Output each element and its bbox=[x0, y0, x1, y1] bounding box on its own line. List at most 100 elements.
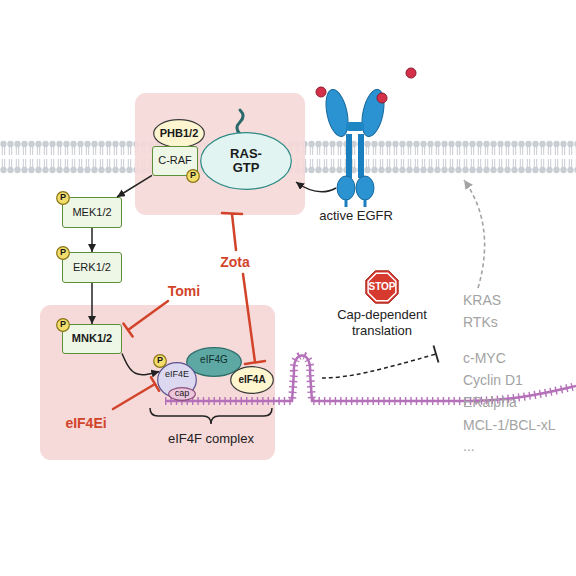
signal-arrow bbox=[117, 175, 152, 197]
node-text: P bbox=[190, 171, 196, 181]
phospho-circle: P bbox=[56, 318, 70, 332]
kinase-domain bbox=[337, 176, 355, 200]
complex-label: eIF4F complex bbox=[156, 431, 266, 447]
inhibition-bar bbox=[222, 213, 242, 250]
node-text: P bbox=[60, 248, 66, 258]
ellipse-shape bbox=[154, 120, 205, 148]
node-text: eIF4E bbox=[165, 370, 189, 380]
ellipse-shape bbox=[57, 247, 70, 260]
node-text: P bbox=[60, 320, 66, 330]
node-text: RAS- GTP bbox=[225, 147, 267, 175]
phospho-circle: P bbox=[153, 354, 167, 368]
inhibitor-lines bbox=[113, 213, 265, 409]
kinase-box: ERK1/2P bbox=[62, 252, 122, 283]
text-holder: P bbox=[56, 246, 70, 260]
complex-brace bbox=[150, 408, 272, 424]
translation-inhibition-line bbox=[322, 354, 436, 378]
activation-arrow bbox=[296, 182, 336, 192]
ellipse-shape bbox=[187, 348, 242, 377]
ellipse-shape bbox=[231, 367, 274, 394]
receptor-domain bbox=[358, 87, 388, 138]
protein-ellipse: eIF4A bbox=[230, 366, 274, 394]
kinase-box: MNK1/2P bbox=[62, 324, 122, 354]
feedback-arrow bbox=[464, 180, 485, 288]
process-label: Cap-dependent translation bbox=[326, 307, 438, 338]
ellipse-shape bbox=[57, 192, 70, 205]
text-holder: ERK1/2 bbox=[63, 253, 121, 282]
text-holder: eIF4A bbox=[230, 366, 274, 394]
ligand-dot bbox=[377, 93, 387, 103]
ellipse-shape bbox=[201, 133, 292, 190]
text-holder: P bbox=[56, 191, 70, 205]
text-holder: cap bbox=[168, 387, 196, 401]
receptor-tail bbox=[346, 200, 365, 207]
drug-label: eIF4Ei bbox=[54, 415, 118, 432]
receptor-dimer-bridge bbox=[346, 122, 364, 131]
text-holder: MNK1/2 bbox=[63, 325, 121, 353]
target-gene: KRAS bbox=[463, 292, 573, 309]
drug-label: Tomi bbox=[159, 283, 209, 300]
node-text: eIF4A bbox=[238, 375, 265, 386]
node-text: ERK1/2 bbox=[73, 262, 111, 274]
node-text: P bbox=[157, 356, 163, 366]
target-gene: ERalpha bbox=[463, 394, 573, 411]
ligand-dot bbox=[406, 68, 416, 78]
lipid-anchor bbox=[237, 110, 243, 134]
text-holder: MEK1/2 bbox=[63, 198, 121, 227]
text-holder: RAS- GTP bbox=[200, 132, 292, 190]
octagon-shape bbox=[366, 271, 398, 303]
cap-ellipse: cap bbox=[168, 387, 196, 401]
node-text: STOP bbox=[368, 282, 395, 293]
kinase-domain bbox=[356, 176, 374, 200]
ligand-dot bbox=[316, 87, 326, 97]
text-holder: P bbox=[186, 169, 200, 183]
node-text: C-RAF bbox=[158, 155, 192, 167]
inhibition-bar bbox=[113, 377, 159, 409]
signal-arrow bbox=[91, 228, 93, 252]
phospho-circle: P bbox=[186, 169, 200, 183]
node-text: cap bbox=[175, 389, 190, 399]
ellipse-shape bbox=[169, 388, 196, 401]
protein-ellipse: PHB1/2 bbox=[153, 119, 205, 148]
gtpase-ellipse: RAS- GTP bbox=[200, 132, 292, 190]
membrane-complex-region bbox=[135, 93, 305, 215]
text-holder: STOP bbox=[364, 269, 400, 305]
text-holder: P bbox=[56, 318, 70, 332]
node-text: eIF4G bbox=[200, 355, 228, 366]
target-gene: c-MYC bbox=[463, 350, 573, 367]
signal-arrow bbox=[122, 353, 159, 374]
target-gene: MCL-1/BCL-xL bbox=[463, 417, 573, 434]
ellipse-shape bbox=[154, 355, 167, 368]
kinase-box: MEK1/2P bbox=[62, 197, 122, 228]
inhibition-bar bbox=[434, 346, 439, 363]
phospho-circle: P bbox=[56, 246, 70, 260]
translation-complex-region bbox=[40, 305, 275, 460]
text-holder: P bbox=[153, 354, 167, 368]
inhibition-bar bbox=[243, 274, 265, 364]
text-holder: PHB1/2 bbox=[153, 119, 205, 148]
receptor-domain bbox=[322, 87, 352, 138]
target-gene: Cyclin D1 bbox=[463, 372, 573, 389]
octagon-rim bbox=[368, 273, 396, 301]
phospho-circle: P bbox=[56, 191, 70, 205]
signal-arrow bbox=[91, 283, 93, 324]
node-text: P bbox=[60, 193, 66, 203]
target-gene: ... bbox=[463, 438, 573, 455]
node-text: MNK1/2 bbox=[72, 333, 112, 345]
receptor-label: active EGFR bbox=[306, 208, 406, 224]
target-gene: RTKs bbox=[463, 314, 573, 331]
node-text: MEK1/2 bbox=[72, 207, 111, 219]
drug-label: Zota bbox=[210, 254, 260, 271]
stop-sign: STOP bbox=[364, 269, 400, 305]
kinase-box: C-RAFP bbox=[152, 146, 198, 176]
ellipse-shape bbox=[187, 170, 200, 183]
transmembrane-helix bbox=[346, 134, 352, 178]
ellipse-shape bbox=[57, 319, 70, 332]
transmembrane-helix bbox=[358, 134, 364, 178]
inhibition-bar bbox=[123, 301, 168, 337]
